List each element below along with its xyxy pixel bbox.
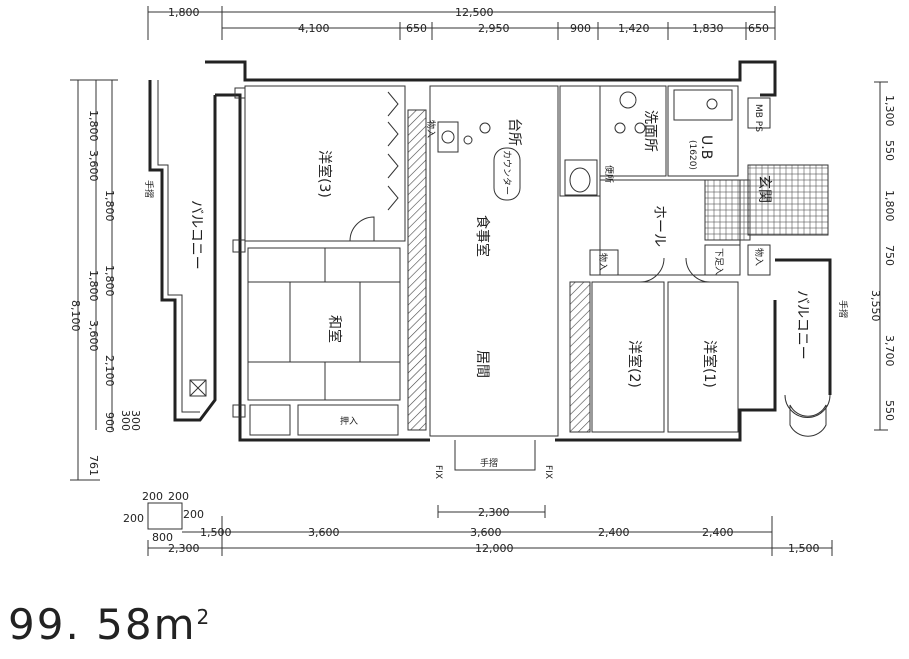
room-western3: 洋室(3) xyxy=(244,85,406,242)
dim-left-inner-3: 2,100 xyxy=(103,355,116,387)
storage-label-hall: 物入 xyxy=(597,253,609,271)
dim-right-6: 3,700 xyxy=(883,335,896,367)
right-dimensions: 1,300 550 1,800 750 3,550 3,700 550 xyxy=(869,81,896,431)
dim-bottom-row2-1: 2,300 xyxy=(168,542,200,555)
dim-left-total: 8,100 xyxy=(69,300,82,332)
dim-top-seg-2: 650 xyxy=(406,22,427,35)
room-western2-label: 洋室(2) xyxy=(626,340,643,388)
dim-top-seg-3: 2,950 xyxy=(478,22,510,35)
room-kitchen-label: 台所 xyxy=(506,118,522,146)
handrail-bay: 手摺 xyxy=(480,457,498,469)
room-ub-label: U.B xyxy=(698,135,714,159)
room-dining-label: 食事室 xyxy=(474,215,491,257)
dim-left-extra-3: 300 xyxy=(129,410,142,431)
dim-top-seg-6: 1,830 xyxy=(692,22,724,35)
dim-left-outer-3: 1,800 xyxy=(87,270,100,302)
oshiire-label: 押入 xyxy=(340,415,358,427)
dim-left-extra-1: 900 xyxy=(103,412,116,433)
dim-top-seg-7: 650 xyxy=(748,22,769,35)
shoebox-label: 下足入 xyxy=(713,248,724,275)
room-kitchen-dining-living: 台所 カウンター 食事室 居間 手摺 FIX FIX xyxy=(429,85,559,479)
hatched-wall-right xyxy=(569,281,591,433)
dim-right-2: 550 xyxy=(883,140,896,161)
mbps-label: MB PS xyxy=(753,104,763,132)
dim-left-extra-4: 761 xyxy=(87,455,100,476)
room-wash-label: 洗面所 xyxy=(642,110,658,152)
room-toilet-label: 便所 xyxy=(603,165,615,183)
room-entrance-label: 玄関 xyxy=(756,175,773,203)
top-dimensions: 1,800 12,500 4,100 650 2,950 900 1,420 1… xyxy=(147,6,776,40)
handrail-left: 手摺 xyxy=(143,180,155,198)
dim-bottom-small-4: 200 xyxy=(183,508,204,521)
dim-bottom-row1-2: 3,600 xyxy=(308,526,340,539)
fix-label-right: FIX xyxy=(543,465,553,479)
storage-label-entrance: 物入 xyxy=(753,248,765,266)
hatched-wall-left xyxy=(407,109,427,431)
room-western3-label: 洋室(3) xyxy=(316,150,333,198)
dim-bottom-small-1: 200 xyxy=(142,490,163,503)
dim-right-3: 1,800 xyxy=(883,190,896,222)
dim-left-inner-2: 1,800 xyxy=(103,265,116,297)
counter-label: カウンター xyxy=(501,150,512,195)
dim-left-outer-1: 1,800 xyxy=(87,110,100,142)
handrail-right: 手摺 xyxy=(837,300,849,318)
floor-area: 99. 58m2 xyxy=(8,600,211,649)
wet-area: 洗面所 U.B (1620) MB PS 便所 xyxy=(559,85,771,197)
room-balcony-right: バルコニー xyxy=(794,290,810,360)
dim-top-left-offset: 1,800 xyxy=(168,6,200,19)
floor-area-unit: 2 xyxy=(196,605,212,629)
outer-walls xyxy=(205,60,777,442)
storage-label-left: 物入 xyxy=(425,120,437,138)
dim-bottom-row1-5: 2,400 xyxy=(702,526,734,539)
dim-left-inner-1: 1,800 xyxy=(103,190,116,222)
dim-right-7: 550 xyxy=(883,400,896,421)
dim-bottom-small-3: 200 xyxy=(123,512,144,525)
room-balcony-left: バルコニー xyxy=(188,200,204,270)
dim-left-extra-2: 300 xyxy=(119,410,132,431)
dim-right-1: 1,300 xyxy=(883,95,896,127)
left-dimensions: 8,100 1,800 3,600 1,800 3,600 1,800 1,80… xyxy=(69,79,142,481)
dim-top-seg-5: 1,420 xyxy=(618,22,650,35)
room-japanese: 和室 押入 xyxy=(247,247,401,436)
room-western1: 洋室(1) xyxy=(667,257,739,433)
dim-top-overall: 12,500 xyxy=(455,6,494,19)
dim-bottom-row2-2: 12,000 xyxy=(475,542,514,555)
room-western2: 洋室(2) xyxy=(591,257,665,433)
room-hall-label: ホール xyxy=(651,205,667,247)
dim-right-5: 3,550 xyxy=(869,290,882,322)
floor-plan: 1,800 12,500 4,100 650 2,950 900 1,420 1… xyxy=(69,6,896,556)
right-balcony: バルコニー 手摺 xyxy=(775,258,849,437)
room-living-label: 居間 xyxy=(474,350,490,378)
fix-label-left: FIX xyxy=(433,465,443,479)
dim-bottom-row1-1: 1,500 xyxy=(200,526,232,539)
left-balcony: バルコニー 手摺 xyxy=(143,80,217,422)
room-western1-label: 洋室(1) xyxy=(701,340,718,388)
dim-left-outer-4: 3,600 xyxy=(87,320,100,352)
dim-bottom-bay: 2,300 xyxy=(478,506,510,519)
dim-bottom-small-2: 200 xyxy=(168,490,189,503)
room-japanese-label: 和室 xyxy=(326,315,343,343)
hall-entrance: ホール 玄関 下足入 物入 物入 xyxy=(589,164,829,276)
dim-bottom-row1-3: 3,600 xyxy=(470,526,502,539)
bottom-dimensions: 2,300 200 200 200 200 800 1,500 3,600 3,… xyxy=(123,490,833,556)
floor-area-value: 99. 58m xyxy=(8,600,197,649)
dim-top-seg-1: 4,100 xyxy=(298,22,330,35)
dim-bottom-row2-3: 1,500 xyxy=(788,542,820,555)
room-ub-size: (1620) xyxy=(687,140,697,170)
dim-top-seg-4: 900 xyxy=(570,22,591,35)
dim-left-outer-2: 3,600 xyxy=(87,150,100,182)
dim-bottom-small-5: 800 xyxy=(152,531,173,544)
dim-bottom-row1-4: 2,400 xyxy=(598,526,630,539)
dim-right-4: 750 xyxy=(883,245,896,266)
